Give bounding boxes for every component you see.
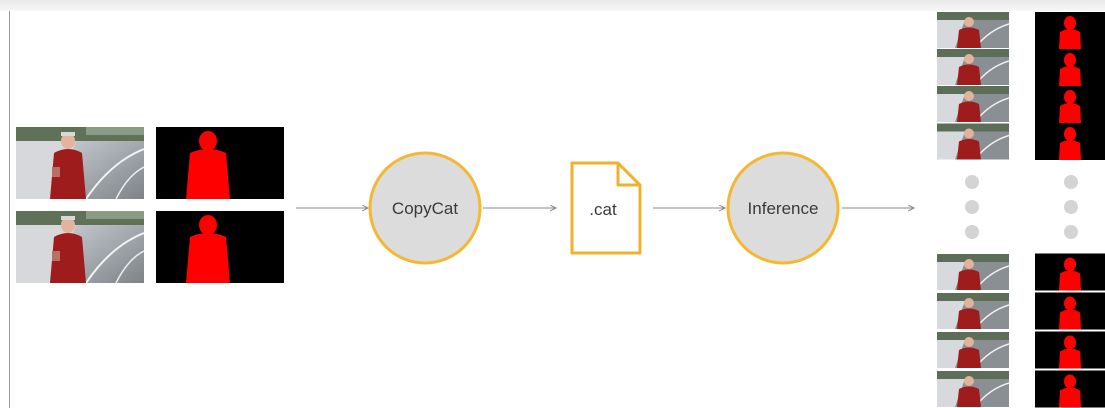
output-frame <box>937 86 1009 122</box>
file-label: .cat <box>589 200 617 219</box>
output-frame <box>937 331 1009 369</box>
ellipsis-dots-frames <box>965 175 979 239</box>
input-mask-2 <box>156 211 284 283</box>
output-mask <box>1035 123 1105 160</box>
inference-node: Inference <box>726 151 840 265</box>
output-frame <box>937 12 1009 48</box>
left-border <box>9 11 10 408</box>
output-frame <box>937 49 1009 85</box>
output-frame <box>937 123 1009 160</box>
top-bar <box>0 0 1105 11</box>
input-mask-1 <box>156 127 284 199</box>
copycat-label: CopyCat <box>392 199 458 218</box>
output-mask <box>1035 49 1105 86</box>
output-mask <box>1035 292 1105 330</box>
input-frame-2 <box>16 211 144 283</box>
output-mask <box>1035 370 1105 408</box>
copycat-node: CopyCat <box>368 151 482 265</box>
output-frame <box>937 370 1009 408</box>
output-masks-bottom <box>1035 253 1105 408</box>
cat-file-node: .cat <box>570 161 642 255</box>
output-frame <box>937 292 1009 330</box>
output-mask <box>1035 86 1105 123</box>
input-frame-1 <box>16 127 144 199</box>
ellipsis-dots-masks <box>1064 175 1078 239</box>
output-frame <box>937 253 1009 291</box>
output-mask <box>1035 331 1105 369</box>
output-mask <box>1035 253 1105 291</box>
output-frames-top <box>937 12 1009 160</box>
output-frames-bottom <box>937 253 1009 408</box>
inference-label: Inference <box>748 199 819 218</box>
output-masks-top <box>1035 12 1105 160</box>
output-mask <box>1035 12 1105 49</box>
